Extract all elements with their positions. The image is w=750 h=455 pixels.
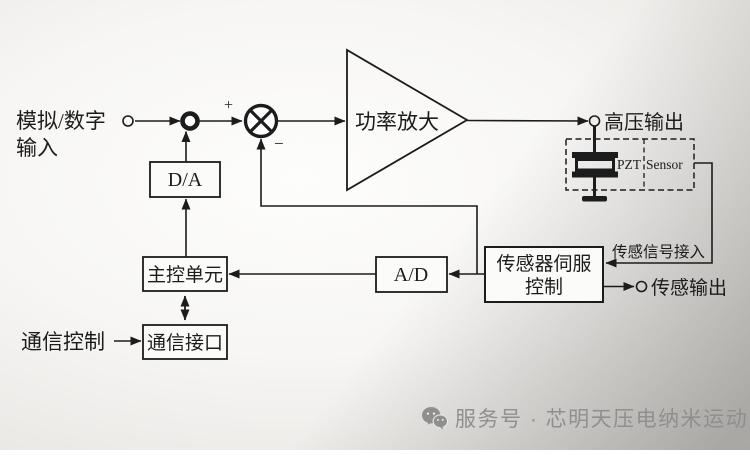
da-label: D/A — [168, 169, 203, 191]
pzt-label: PZT — [617, 157, 642, 172]
ad-box — [375, 256, 448, 293]
minus-sign: − — [274, 134, 284, 153]
input-label-line1: 模拟/数字 — [16, 109, 106, 133]
watermark: 服务号 · 芯明天压电纳米运动 — [421, 403, 748, 433]
pzt-actuator-symbol — [572, 126, 618, 196]
sensor-signal-line — [605, 162, 713, 268]
pzt-sensor-dashed-box — [565, 138, 695, 191]
comm-control-label: 通信控制 — [21, 330, 105, 354]
mcu-box — [142, 256, 228, 292]
mcu-label: 主控单元 — [147, 264, 223, 286]
wechat-icon — [422, 407, 448, 430]
input-terminal — [122, 115, 134, 127]
power-amplifier-label: 功率放大 — [355, 110, 439, 134]
hv-output-terminal — [588, 115, 601, 127]
sensor-signal-label: 传感信号接入 — [612, 243, 705, 261]
feedback-line — [256, 138, 478, 274]
sensor-output-label: 传感输出 — [651, 277, 727, 299]
ground-symbol — [582, 196, 607, 202]
power-amplifier-triangle — [346, 48, 469, 192]
servo-control-label-line1: 传感器伺服 — [496, 253, 591, 275]
servo-control-box — [484, 246, 604, 303]
amp-to-hv-arrow — [466, 116, 589, 126]
ad-label: A/D — [394, 264, 428, 286]
sensor-label: Sensor — [646, 157, 683, 172]
watermark-text: 服务号 · 芯明天压电纳米运动 — [455, 408, 749, 431]
sensor-output-terminal — [635, 280, 648, 293]
plus-sign: + — [224, 97, 233, 114]
comm-interface-box — [142, 324, 228, 360]
summing-junction — [243, 103, 279, 139]
input-label-line2: 输入 — [16, 136, 58, 160]
da-box — [149, 161, 221, 198]
input-node — [180, 111, 200, 131]
comm-interface-label: 通信接口 — [147, 332, 223, 354]
hv-output-label: 高压输出 — [604, 111, 684, 134]
servo-control-label-line2: 控制 — [525, 276, 563, 298]
